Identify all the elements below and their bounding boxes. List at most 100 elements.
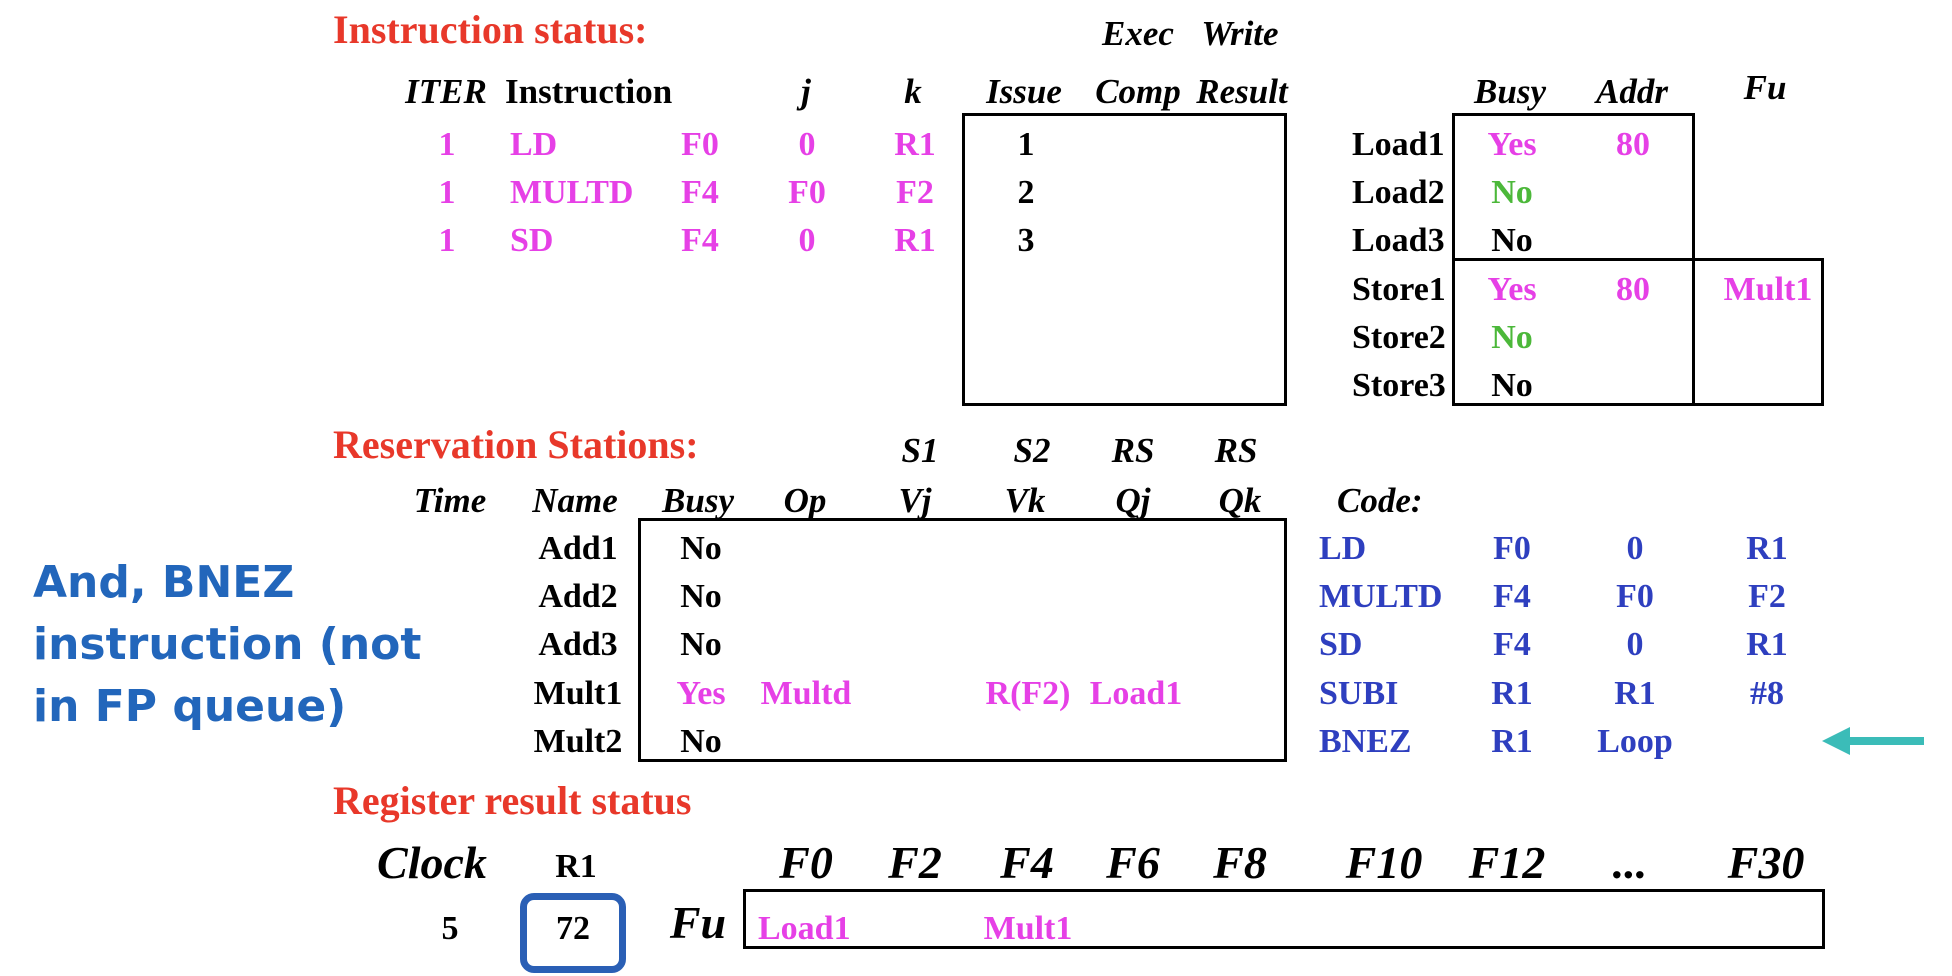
rs-header-s2: S2 bbox=[1013, 431, 1051, 470]
instr-row-2-iter: 1 bbox=[438, 174, 456, 211]
instr-row-2-op: MULTD bbox=[510, 174, 634, 211]
buffer-store1-fu: Mult1 bbox=[1723, 271, 1813, 308]
buffer-header-fu: Fu bbox=[1743, 68, 1787, 107]
code-line-2-op: MULTD bbox=[1319, 578, 1443, 615]
current-line-arrow-icon bbox=[1822, 727, 1924, 755]
rs-add2-busy: No bbox=[680, 578, 722, 615]
reg-header-f8: F8 bbox=[1213, 837, 1267, 888]
buffer-store3-busy: No bbox=[1491, 367, 1533, 404]
rs-header-op: Op bbox=[783, 481, 827, 520]
rs-header-qk: Qk bbox=[1218, 481, 1262, 520]
code-line-1-b: 0 bbox=[1626, 530, 1644, 567]
code-line-1-c: R1 bbox=[1746, 530, 1788, 567]
rs-mult2-name: Mult2 bbox=[533, 723, 623, 760]
rs-header-busy: Busy bbox=[662, 481, 734, 520]
annotation-line-3: in FP queue) bbox=[33, 681, 347, 732]
rs-mult1-qj: Load1 bbox=[1089, 675, 1183, 712]
annotation-line-1: And, BNEZ bbox=[33, 557, 295, 608]
code-line-4-a: R1 bbox=[1491, 675, 1533, 712]
instr-row-3-iter: 1 bbox=[438, 222, 456, 259]
annotation-line-2: instruction (not bbox=[33, 619, 422, 670]
code-line-3-op: SD bbox=[1319, 626, 1363, 663]
code-line-3-b: 0 bbox=[1626, 626, 1644, 663]
buffer-header-busy: Busy bbox=[1474, 72, 1546, 111]
rs-mult1-busy: Yes bbox=[676, 675, 726, 712]
rs-add1-name: Add1 bbox=[538, 530, 618, 567]
instr-row-1-iter: 1 bbox=[438, 126, 456, 163]
rs-add2-name: Add2 bbox=[538, 578, 618, 615]
code-line-4-c: #8 bbox=[1750, 675, 1784, 712]
reg-fu-f0: Load1 bbox=[758, 910, 851, 947]
instr-row-1-op: LD bbox=[510, 126, 558, 163]
reg-header-f12: F12 bbox=[1468, 837, 1546, 888]
header-iter: ITER bbox=[405, 72, 487, 111]
instr-row-2-k: F2 bbox=[896, 174, 934, 211]
rs-header-vj: Vj bbox=[898, 481, 932, 520]
reg-header-f10: F10 bbox=[1345, 837, 1423, 888]
instruction-status-title: Instruction status: bbox=[333, 7, 648, 52]
store-buffer-divider bbox=[1692, 258, 1695, 406]
code-line-2-c: F2 bbox=[1748, 578, 1786, 615]
instr-row-1-issue: 1 bbox=[1017, 126, 1035, 163]
instr-row-3-k: R1 bbox=[894, 222, 936, 259]
buffer-load2-busy: No bbox=[1491, 174, 1533, 211]
rs-header-name: Name bbox=[532, 481, 618, 520]
rs-header-rs2: RS bbox=[1214, 431, 1258, 470]
rs-mult1-vk: R(F2) bbox=[985, 675, 1071, 712]
rs-add1-busy: No bbox=[680, 530, 722, 567]
buffer-store1-name: Store1 bbox=[1352, 271, 1446, 308]
buffer-load3-busy: No bbox=[1491, 222, 1533, 259]
rs-add3-name: Add3 bbox=[538, 626, 618, 663]
annotation-note: And, BNEZ instruction (not in FP queue) bbox=[33, 552, 421, 738]
instr-row-3-j: 0 bbox=[798, 222, 816, 259]
instr-row-1-dst: F0 bbox=[681, 126, 719, 163]
code-line-4-b: R1 bbox=[1614, 675, 1656, 712]
header-result: Result bbox=[1196, 72, 1288, 111]
buffer-load1-busy: Yes bbox=[1487, 126, 1537, 163]
instr-row-2-dst: F4 bbox=[681, 174, 719, 211]
reservation-stations-box bbox=[638, 518, 1287, 762]
register-status-title: Register result status bbox=[333, 778, 692, 823]
buffer-load2-name: Load2 bbox=[1352, 174, 1445, 211]
buffer-load3-name: Load3 bbox=[1352, 222, 1445, 259]
header-exec: Exec bbox=[1102, 14, 1174, 53]
rs-header-s1: S1 bbox=[901, 431, 939, 470]
instr-row-1-j: 0 bbox=[798, 126, 816, 163]
code-line-3-c: R1 bbox=[1746, 626, 1788, 663]
buffer-store1-busy: Yes bbox=[1487, 271, 1537, 308]
buffer-store2-name: Store2 bbox=[1352, 319, 1446, 356]
code-line-5-op: BNEZ bbox=[1319, 723, 1412, 760]
instr-row-3-dst: F4 bbox=[681, 222, 719, 259]
rs-header-qj: Qj bbox=[1115, 481, 1151, 520]
store-buffer-box bbox=[1452, 258, 1824, 406]
code-line-1-a: F0 bbox=[1493, 530, 1531, 567]
code-line-5-a: R1 bbox=[1491, 723, 1533, 760]
header-write: Write bbox=[1201, 14, 1279, 53]
header-k: k bbox=[904, 72, 922, 111]
instr-row-1-k: R1 bbox=[894, 126, 936, 163]
rs-mult1-name: Mult1 bbox=[533, 675, 623, 712]
rs-header-rs1: RS bbox=[1111, 431, 1155, 470]
reg-header-f6: F6 bbox=[1106, 837, 1160, 888]
buffer-store2-busy: No bbox=[1491, 319, 1533, 356]
rs-header-time: Time bbox=[413, 481, 487, 520]
header-instruction: Instruction bbox=[505, 72, 673, 111]
buffer-load1-name: Load1 bbox=[1352, 126, 1445, 163]
reg-header-f30: F30 bbox=[1727, 837, 1805, 888]
code-line-4-op: SUBI bbox=[1319, 675, 1399, 712]
reg-header-f4: F4 bbox=[1000, 837, 1054, 888]
instr-row-3-op: SD bbox=[510, 222, 554, 259]
code-line-1-op: LD bbox=[1319, 530, 1367, 567]
instr-row-2-j: F0 bbox=[788, 174, 826, 211]
code-line-2-a: F4 bbox=[1493, 578, 1531, 615]
register-fu-box bbox=[743, 889, 1825, 949]
rs-mult2-busy: No bbox=[680, 723, 722, 760]
header-issue: Issue bbox=[986, 72, 1062, 111]
reg-fu-f4: Mult1 bbox=[983, 910, 1073, 947]
reservation-stations-title: Reservation Stations: bbox=[333, 422, 699, 467]
rs-header-vk: Vk bbox=[1004, 481, 1046, 520]
buffer-store3-name: Store3 bbox=[1352, 367, 1446, 404]
r1-value: 72 bbox=[556, 910, 590, 947]
code-line-5-b: Loop bbox=[1597, 723, 1673, 760]
reg-header-f0: F0 bbox=[779, 837, 833, 888]
